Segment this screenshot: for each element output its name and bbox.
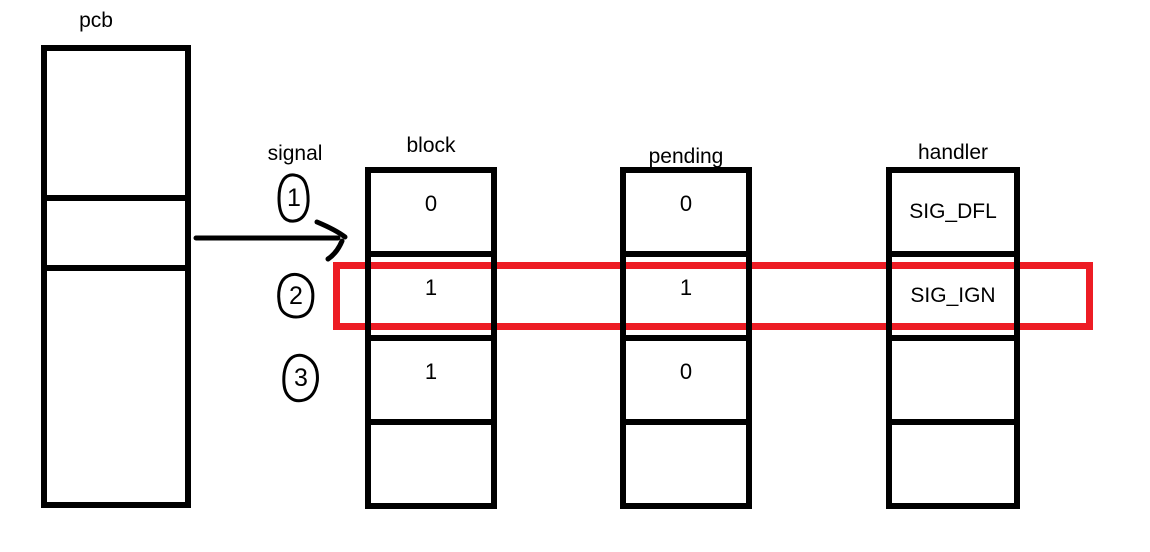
scribble-circle-icon — [282, 353, 319, 403]
signal-number-3: 3 — [294, 363, 308, 392]
scribble-circle-icon — [277, 173, 310, 223]
pending-column: 0 1 0 — [620, 167, 752, 509]
pcb-label: pcb — [79, 9, 113, 32]
pcb-section-top — [47, 51, 185, 201]
pending-cell-0: 0 — [620, 167, 752, 257]
pending-header: pending — [648, 145, 724, 168]
pending-cell-1: 1 — [620, 251, 752, 341]
pcb-box — [41, 45, 191, 508]
block-column: 0 1 1 — [365, 167, 497, 509]
block-header: block — [406, 134, 456, 157]
handler-cell-0: SIG_DFL — [886, 167, 1020, 257]
block-cell-0: 0 — [365, 167, 497, 257]
block-cell-2: 1 — [365, 335, 497, 425]
handler-cell-3 — [886, 419, 1020, 509]
pending-cell-2: 0 — [620, 335, 752, 425]
signal-number-2: 2 — [289, 281, 303, 310]
signal-number-2-marker: 2 — [274, 270, 318, 322]
signal-number-3-marker: 3 — [279, 352, 323, 404]
pending-cell-3 — [620, 419, 752, 509]
handler-header: handler — [917, 141, 989, 164]
signal-number-1: 1 — [287, 183, 301, 212]
signal-number-1-marker: 1 — [272, 172, 316, 224]
handler-cell-1: SIG_IGN — [886, 251, 1020, 341]
handler-column: SIG_DFL SIG_IGN — [886, 167, 1020, 509]
row-highlight-rect — [333, 262, 1093, 330]
handler-cell-2 — [886, 335, 1020, 425]
signal-label: signal — [267, 142, 323, 165]
block-cell-1: 1 — [365, 251, 497, 341]
scribble-circle-icon — [277, 272, 315, 319]
signal-arrow — [193, 219, 348, 262]
block-cell-3 — [365, 419, 497, 509]
pcb-section-signal-field — [47, 201, 185, 271]
